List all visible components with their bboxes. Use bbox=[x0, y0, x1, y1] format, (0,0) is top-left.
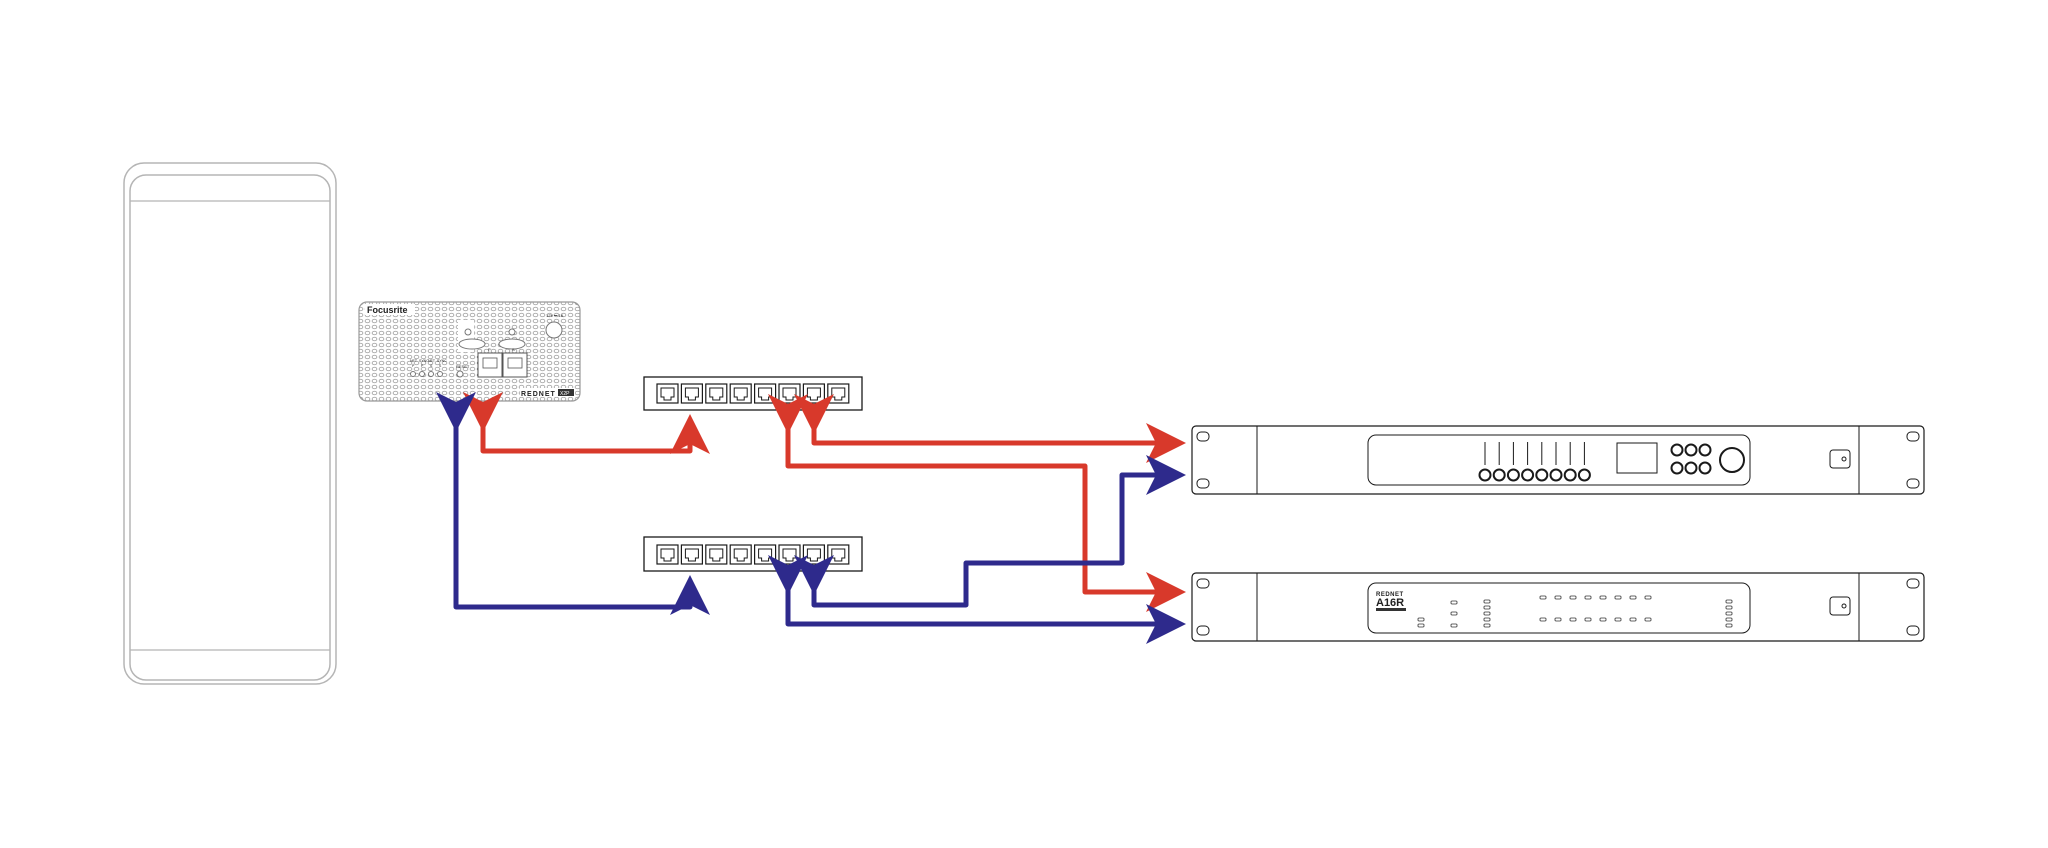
status-led bbox=[1584, 595, 1592, 600]
channel-knob bbox=[1535, 468, 1549, 482]
brand-logo: Focusrite bbox=[367, 305, 408, 315]
rednet-logo: REDNET bbox=[1376, 592, 1404, 598]
function-button bbox=[1670, 461, 1684, 475]
status-led bbox=[1483, 599, 1491, 604]
status-led bbox=[1539, 595, 1547, 600]
status-sub-label: S bbox=[439, 364, 442, 368]
secondary-cable-switch-to-a16r bbox=[768, 555, 1186, 644]
rack-console-unit bbox=[1191, 425, 1925, 495]
function-button bbox=[1684, 443, 1698, 457]
status-led bbox=[437, 371, 443, 377]
rj45-icon bbox=[733, 387, 748, 401]
status-led bbox=[1569, 595, 1577, 600]
rj45-icon bbox=[709, 548, 724, 562]
channel-knob bbox=[1521, 468, 1535, 482]
status-led bbox=[1725, 617, 1733, 622]
status-led bbox=[1599, 595, 1607, 600]
rj45-icon bbox=[709, 387, 724, 401]
status-led bbox=[1417, 617, 1425, 622]
rednet-logo: REDNET bbox=[521, 391, 556, 398]
function-button bbox=[1684, 461, 1698, 475]
port-label-primary: P bbox=[488, 347, 491, 352]
secondary-network-switch bbox=[643, 536, 863, 572]
ethernet-port-secondary bbox=[502, 352, 528, 378]
status-led bbox=[1483, 605, 1491, 610]
status-led bbox=[1725, 599, 1733, 604]
status-led bbox=[1450, 611, 1458, 616]
reset-label: RESET bbox=[456, 364, 470, 369]
status-label: NET bbox=[428, 359, 436, 363]
status-led bbox=[1483, 623, 1491, 628]
secondary-cable-switch-to-console bbox=[794, 455, 1186, 608]
status-led bbox=[1539, 617, 1547, 622]
function-button bbox=[1698, 461, 1712, 475]
status-led bbox=[1614, 617, 1622, 622]
channel-knob bbox=[1506, 468, 1520, 482]
ethernet-port bbox=[729, 383, 752, 404]
status-led bbox=[1554, 595, 1562, 600]
status-led bbox=[419, 371, 425, 377]
status-led bbox=[1450, 600, 1458, 605]
status-led bbox=[1554, 617, 1562, 622]
status-sub-label: S bbox=[430, 364, 433, 368]
primary-cable-interface-to-switch bbox=[463, 392, 710, 454]
status-label: SYNC bbox=[437, 359, 447, 363]
function-button bbox=[1670, 443, 1684, 457]
status-led bbox=[1644, 617, 1652, 622]
status-sub-label: P bbox=[421, 364, 424, 368]
status-sub-label: P bbox=[412, 364, 415, 368]
rj45-icon bbox=[733, 548, 748, 562]
status-led bbox=[1483, 611, 1491, 616]
model-label: A16R bbox=[1376, 597, 1404, 609]
status-led bbox=[1417, 623, 1425, 628]
port-label-secondary: S bbox=[512, 347, 515, 352]
ethernet-port-primary bbox=[477, 352, 503, 378]
status-led bbox=[410, 371, 416, 377]
computer-tower bbox=[123, 162, 337, 685]
status-led bbox=[1629, 595, 1637, 600]
status-led bbox=[1483, 617, 1491, 622]
channel-knob bbox=[1492, 468, 1506, 482]
ethernet-port bbox=[729, 544, 752, 565]
primary-cable-switch-to-console bbox=[794, 394, 1186, 463]
secondary-cable-interface-to-switch bbox=[436, 392, 710, 615]
primary-network-switch bbox=[643, 376, 863, 411]
status-led bbox=[1725, 623, 1733, 628]
channel-knob bbox=[1563, 468, 1577, 482]
status-led bbox=[1629, 617, 1637, 622]
status-led bbox=[1644, 595, 1652, 600]
channel-knob bbox=[1549, 468, 1563, 482]
status-label: SYNC bbox=[419, 359, 429, 363]
power-socket bbox=[545, 321, 563, 339]
main-encoder-knob bbox=[1719, 447, 1745, 473]
status-led bbox=[1450, 623, 1458, 628]
model-badge: X2P bbox=[560, 391, 570, 397]
rednet-a16r: REDNET A16R bbox=[1191, 572, 1925, 642]
power-label: 12V ⎓ 1A bbox=[546, 313, 564, 318]
channel-knob bbox=[1478, 468, 1492, 482]
reset-button[interactable] bbox=[456, 370, 464, 378]
status-led bbox=[1725, 605, 1733, 610]
status-led bbox=[1614, 595, 1622, 600]
status-led bbox=[428, 371, 434, 377]
status-led bbox=[1725, 611, 1733, 616]
channel-knob bbox=[1577, 468, 1591, 482]
status-label: NET bbox=[410, 359, 418, 363]
status-led bbox=[1584, 617, 1592, 622]
status-led bbox=[1599, 617, 1607, 622]
function-button bbox=[1698, 443, 1712, 457]
status-led bbox=[1569, 617, 1577, 622]
